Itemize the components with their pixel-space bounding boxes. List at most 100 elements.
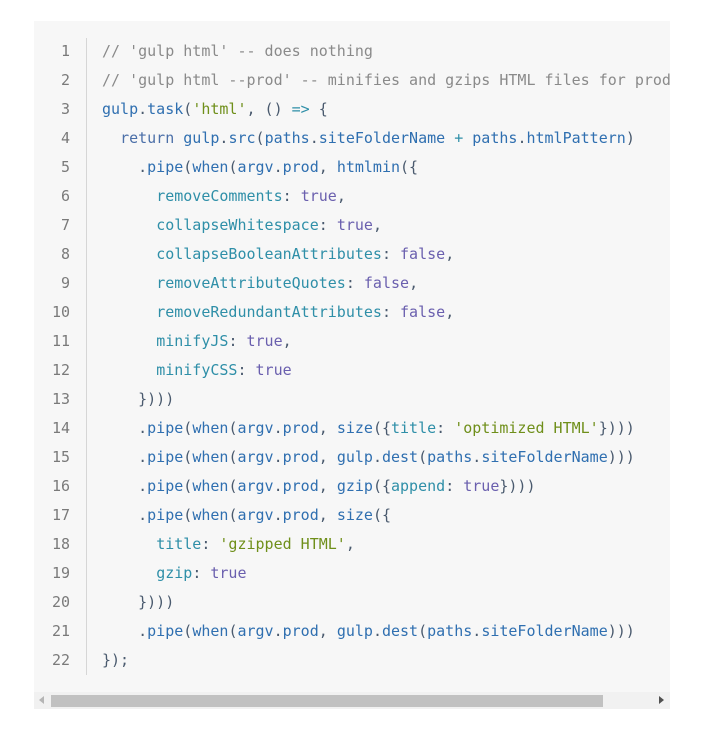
code-token: }); <box>102 651 130 669</box>
code-line: 17 .pipe(when(argv.prod, size({ <box>34 501 670 530</box>
line-number: 7 <box>60 216 70 234</box>
code-token: when <box>192 158 229 176</box>
code-token: , <box>318 419 337 437</box>
code-token: . <box>102 506 148 524</box>
code-line: 22}); <box>34 646 670 675</box>
code-token: collapseBooleanAttributes <box>156 245 382 263</box>
line-number: 16 <box>51 477 70 495</box>
code-line: 16 .pipe(when(argv.prod, gzip({append: t… <box>34 472 670 501</box>
code-text: gzip: true <box>70 559 246 588</box>
code-token: dest <box>381 622 419 640</box>
code-token: . <box>219 129 229 147</box>
code-token: siteFolderName <box>481 622 608 640</box>
line-number: 19 <box>51 564 70 582</box>
code-text: return gulp.src(paths.siteFolderName + p… <box>70 124 635 153</box>
code-token <box>102 274 156 292</box>
code-token: true <box>336 216 373 234</box>
code-line: 8 collapseBooleanAttributes: false, <box>34 240 670 269</box>
code-line: 13 }))) <box>34 385 670 414</box>
code-token: argv <box>237 419 274 437</box>
code-token: removeAttributeQuotes <box>156 274 346 292</box>
code-token <box>102 361 156 379</box>
code-token: return <box>120 129 175 147</box>
line-number: 2 <box>60 71 70 89</box>
code-token: , () <box>246 100 292 118</box>
code-token: collapseWhitespace <box>156 216 319 234</box>
line-number: 1 <box>60 42 70 60</box>
line-number: 20 <box>51 593 70 611</box>
code-token: when <box>192 506 229 524</box>
code-line: 11 minifyJS: true, <box>34 327 670 356</box>
code-token: removeRedundantAttributes <box>156 303 382 321</box>
scroll-right-arrow-icon[interactable] <box>659 696 664 704</box>
code-line: 4 return gulp.src(paths.siteFolderName +… <box>34 124 670 153</box>
scrollbar-thumb[interactable] <box>51 695 603 707</box>
code-token: . <box>273 419 283 437</box>
line-number: 18 <box>51 535 70 553</box>
line-number: 3 <box>60 100 70 118</box>
code-token: true <box>463 477 500 495</box>
code-token: ( <box>183 419 193 437</box>
code-token: pipe <box>147 622 184 640</box>
code-token: gulp <box>336 622 373 640</box>
code-text: gulp.task('html', () => { <box>70 95 328 124</box>
code-token: siteFolderName <box>481 448 608 466</box>
code-token: . <box>102 448 148 466</box>
code-token: task <box>147 100 184 118</box>
code-token: : <box>445 477 464 495</box>
code-text: collapseWhitespace: true, <box>70 211 382 240</box>
line-number: 8 <box>60 245 70 263</box>
code-token: true <box>246 332 283 350</box>
code-token: }))) <box>102 390 175 408</box>
code-token: . <box>372 622 382 640</box>
code-line: 5 .pipe(when(argv.prod, htmlmin({ <box>34 153 670 182</box>
code-token: : <box>318 216 337 234</box>
code-token: ({ <box>372 419 391 437</box>
line-number: 11 <box>51 332 70 350</box>
code-token: : <box>192 564 211 582</box>
code-token: , <box>345 535 355 553</box>
code-token: paths <box>264 129 310 147</box>
code-line: 18 title: 'gzipped HTML', <box>34 530 670 559</box>
code-token: ({ <box>372 477 391 495</box>
code-token: ) <box>625 129 635 147</box>
code-text: minifyCSS: true <box>70 356 291 385</box>
code-token: . <box>372 448 382 466</box>
code-text: // 'gulp html --prod' -- minifies and gz… <box>70 66 670 95</box>
code-token: }))) <box>598 419 635 437</box>
code-token: gzip <box>156 564 193 582</box>
code-line: 7 collapseWhitespace: true, <box>34 211 670 240</box>
code-line: 15 .pipe(when(argv.prod, gulp.dest(paths… <box>34 443 670 472</box>
scroll-left-arrow-icon[interactable] <box>39 696 44 704</box>
code-token: ({ <box>400 158 419 176</box>
code-token: prod <box>282 506 319 524</box>
code-token: . <box>273 506 283 524</box>
code-token: ( <box>183 100 193 118</box>
code-token: minifyCSS <box>156 361 238 379</box>
code-token: pipe <box>147 158 184 176</box>
code-line: 9 removeAttributeQuotes: false, <box>34 269 670 298</box>
code-token: // 'gulp html --prod' -- minifies and gz… <box>102 71 670 89</box>
code-token: removeComments <box>156 187 283 205</box>
code-token: prod <box>282 419 319 437</box>
horizontal-scrollbar[interactable] <box>34 692 670 709</box>
code-token: , <box>445 245 455 263</box>
code-token: . <box>273 477 283 495</box>
code-token: : <box>282 187 301 205</box>
code-token: false <box>400 303 446 321</box>
code-token: size <box>336 419 373 437</box>
code-token: title <box>156 535 202 553</box>
code-token: , <box>318 477 337 495</box>
code-token: ( <box>183 622 193 640</box>
code-token: : <box>381 303 401 321</box>
code-token: , <box>318 506 337 524</box>
code-text: .pipe(when(argv.prod, size({title: 'opti… <box>70 414 635 443</box>
code-token: , <box>318 448 337 466</box>
code-token: . <box>309 129 319 147</box>
code-token <box>102 245 156 263</box>
code-token: , <box>318 158 337 176</box>
code-token <box>174 129 183 147</box>
code-token: . <box>102 419 148 437</box>
